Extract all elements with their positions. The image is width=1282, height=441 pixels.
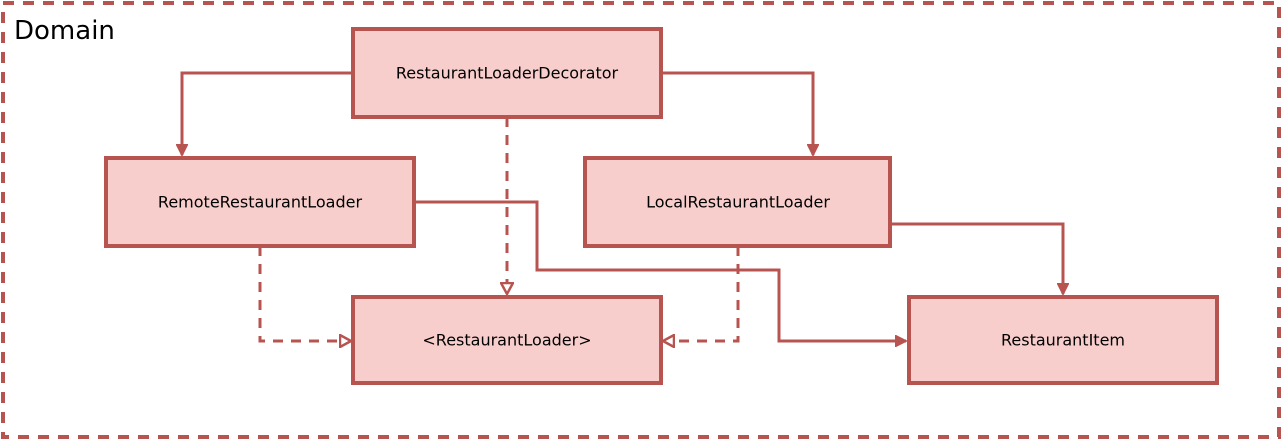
node-protocol: <RestaurantLoader> bbox=[351, 295, 663, 385]
node-item: RestaurantItem bbox=[907, 295, 1219, 385]
node-remote-label: RemoteRestaurantLoader bbox=[158, 193, 363, 212]
node-item-label: RestaurantItem bbox=[1001, 331, 1125, 350]
edge-local-to-item bbox=[890, 222, 1063, 294]
node-decorator-label: RestaurantLoaderDecorator bbox=[396, 64, 619, 83]
domain-label: Domain bbox=[14, 16, 115, 46]
node-protocol-label: <RestaurantLoader> bbox=[422, 331, 591, 350]
edges bbox=[182, 71, 1063, 341]
edge-remote-to-protocol bbox=[258, 246, 351, 341]
edge-local-to-protocol bbox=[663, 246, 740, 341]
edge-decorator-to-local bbox=[661, 71, 813, 155]
node-remote: RemoteRestaurantLoader bbox=[104, 156, 416, 248]
edge-remote-to-item bbox=[414, 200, 906, 341]
edge-decorator-to-remote bbox=[182, 71, 353, 155]
node-local: LocalRestaurantLoader bbox=[583, 156, 892, 248]
node-local-label: LocalRestaurantLoader bbox=[646, 193, 830, 212]
node-decorator: RestaurantLoaderDecorator bbox=[351, 27, 663, 119]
